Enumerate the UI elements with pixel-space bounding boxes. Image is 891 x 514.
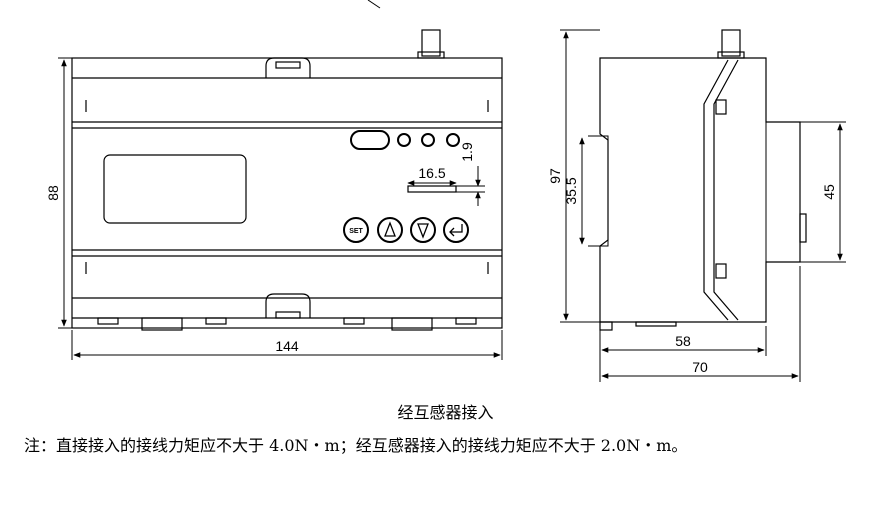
set-key-label: SET <box>349 228 363 235</box>
slot-gap-label: 1.9 <box>459 142 475 162</box>
side-height-label: 97 <box>547 168 563 184</box>
top-latch-slot <box>275 61 301 69</box>
enter-key <box>443 217 469 243</box>
led-1 <box>397 133 411 147</box>
inner-depth-label: 58 <box>675 333 691 349</box>
led-2 <box>421 133 435 147</box>
oval-key <box>350 130 390 150</box>
slot-width-label: 16.5 <box>418 165 445 181</box>
front-body <box>71 57 503 329</box>
right-height-label: 45 <box>821 184 837 200</box>
figure-caption: 经互感器接入 <box>397 403 494 422</box>
front-view <box>58 29 503 360</box>
bottom-latch <box>265 293 311 318</box>
front-height-label: 88 <box>45 185 61 201</box>
set-key <box>343 217 369 243</box>
side-inner-front <box>703 59 729 321</box>
torque-note: 注：直接接入的接线力矩应不大于 4.0N・m；经互感器接入的接线力矩应不大于 2… <box>24 436 688 455</box>
front-width-label: 144 <box>275 338 299 354</box>
led-3 <box>446 133 460 147</box>
top-leader-line <box>367 0 381 9</box>
side-view <box>560 29 846 382</box>
rail-width-label: 35.5 <box>563 177 579 204</box>
total-depth-label: 70 <box>692 359 708 375</box>
side-body <box>599 57 801 323</box>
display-window <box>103 154 247 224</box>
antenna <box>421 29 441 57</box>
side-antenna <box>721 29 741 57</box>
bottom-latch-slot <box>275 311 301 319</box>
top-latch <box>265 57 311 78</box>
down-key <box>410 217 436 243</box>
slot-indicator <box>407 185 457 193</box>
up-key <box>377 217 403 243</box>
